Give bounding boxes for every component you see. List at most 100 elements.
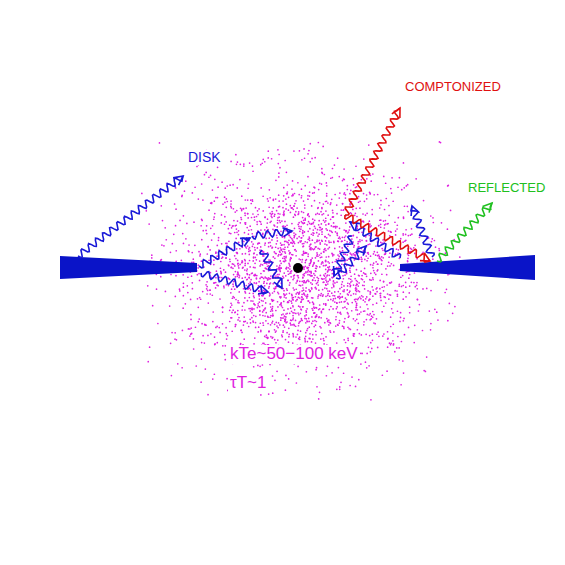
electron-dot	[377, 331, 379, 333]
electron-dot	[321, 239, 323, 241]
electron-dot	[278, 194, 280, 196]
electron-dot	[299, 336, 301, 338]
electron-dot	[273, 215, 275, 217]
electron-dot	[277, 306, 279, 308]
electron-dot	[291, 188, 293, 190]
electron-dot	[235, 224, 237, 226]
electron-dot	[344, 254, 346, 256]
electron-dot	[298, 213, 300, 215]
electron-dot	[237, 263, 239, 265]
electron-dot	[290, 272, 292, 274]
electron-dot	[213, 264, 215, 266]
electron-dot	[236, 275, 238, 277]
electron-dot	[302, 259, 304, 261]
electron-dot	[202, 291, 204, 293]
electron-dot	[348, 278, 350, 280]
electron-dot	[414, 272, 416, 274]
electron-dot	[251, 229, 253, 231]
electron-dot	[313, 262, 315, 264]
electron-dot	[276, 210, 278, 212]
electron-dot	[316, 252, 318, 254]
electron-dot	[318, 240, 320, 242]
electron-dot	[295, 200, 297, 202]
electron-dot	[381, 260, 383, 262]
electron-dot	[290, 242, 292, 244]
electron-dot	[309, 291, 311, 293]
electron-dot	[403, 372, 405, 374]
electron-dot	[206, 225, 208, 227]
electron-dot	[398, 284, 400, 286]
electron-dot	[343, 328, 345, 330]
electron-dot	[380, 200, 382, 202]
electron-dot	[265, 312, 267, 314]
electron-dot	[437, 319, 439, 321]
electron-dot	[346, 308, 348, 310]
electron-dot	[353, 318, 355, 320]
electron-dot	[299, 338, 301, 340]
electron-dot	[371, 209, 373, 211]
electron-dot	[244, 269, 246, 271]
electron-dot	[224, 202, 226, 204]
electron-dot	[251, 272, 253, 274]
electron-dot	[431, 238, 433, 240]
electron-dot	[322, 172, 324, 174]
electron-dot	[323, 249, 325, 251]
electron-dot	[361, 239, 363, 241]
electron-dot	[290, 300, 292, 302]
electron-dot	[347, 293, 349, 295]
electron-dot	[255, 259, 257, 261]
electron-dot	[341, 296, 343, 298]
electron-dot	[370, 279, 372, 281]
electron-dot	[413, 342, 415, 344]
electron-dot	[239, 320, 241, 322]
electron-dot	[245, 207, 247, 209]
electron-dot	[369, 335, 371, 337]
electron-dot	[295, 234, 297, 236]
electron-dot	[403, 162, 405, 164]
electron-dot	[409, 285, 411, 287]
electron-dot	[343, 229, 345, 231]
electron-dot	[343, 301, 345, 303]
electron-dot	[370, 225, 372, 227]
electron-dot	[356, 304, 358, 306]
electron-dot	[286, 193, 288, 195]
electron-dot	[407, 261, 409, 263]
electron-dot	[343, 372, 345, 374]
electron-dot	[346, 230, 348, 232]
electron-dot	[250, 300, 252, 302]
electron-dot	[392, 200, 394, 202]
electron-dot	[319, 304, 321, 306]
electron-dot	[228, 278, 230, 280]
electron-dot	[280, 231, 282, 233]
electron-dot	[301, 222, 303, 224]
electron-dot	[313, 273, 315, 275]
electron-dot	[294, 193, 296, 195]
electron-dot	[346, 259, 348, 261]
electron-dot	[313, 312, 315, 314]
electron-dot	[224, 354, 226, 356]
electron-dot	[365, 236, 367, 238]
electron-dot	[207, 246, 209, 248]
electron-dot	[355, 212, 357, 214]
electron-dot	[244, 214, 246, 216]
electron-dot	[314, 187, 316, 189]
electron-dot	[263, 270, 265, 272]
electron-dot	[256, 254, 258, 256]
electron-dot	[243, 302, 245, 304]
electron-dot	[270, 306, 272, 308]
electron-dot	[385, 182, 387, 184]
electron-dot	[360, 256, 362, 258]
electron-dot	[266, 278, 268, 280]
electron-dot	[304, 315, 306, 317]
electron-dot	[355, 309, 357, 311]
electron-dot	[292, 287, 294, 289]
electron-dot	[237, 274, 239, 276]
electron-dot	[259, 298, 261, 300]
electron-dot	[213, 218, 215, 220]
electron-dot	[329, 322, 331, 324]
electron-dot	[258, 290, 260, 292]
electron-dot	[263, 281, 265, 283]
electron-dot	[378, 256, 380, 258]
electron-dot	[358, 201, 360, 203]
electron-dot	[304, 262, 306, 264]
